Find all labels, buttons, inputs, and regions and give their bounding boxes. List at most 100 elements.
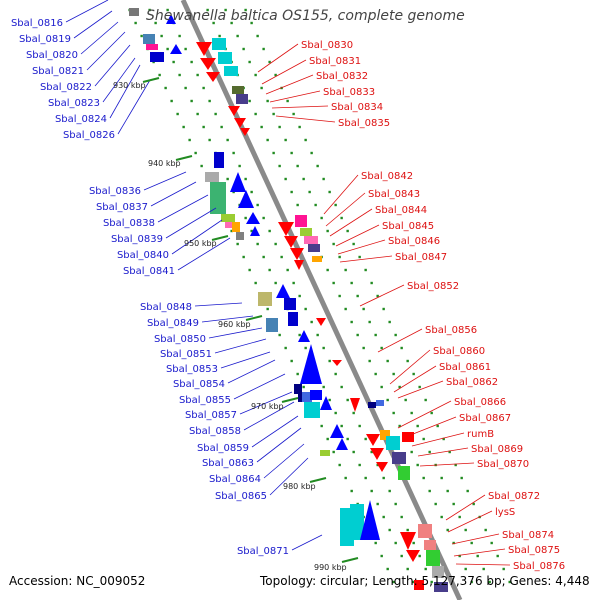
leader-line xyxy=(177,237,231,271)
tick-dot xyxy=(296,164,299,168)
gene-block xyxy=(368,402,376,408)
gene-block xyxy=(218,52,232,64)
tick-dot xyxy=(350,489,353,493)
tick-dot xyxy=(382,476,385,480)
tick-dot xyxy=(338,294,341,298)
tick-dot xyxy=(364,268,367,272)
tick-dot xyxy=(418,554,421,558)
tick-dot xyxy=(340,424,343,428)
tick-dot xyxy=(220,125,223,129)
kbp-tick xyxy=(309,477,327,483)
kbp-tick xyxy=(175,155,193,161)
tick-dot xyxy=(332,450,335,454)
tick-dot xyxy=(266,307,269,311)
tick-dot xyxy=(374,333,377,337)
tick-dot xyxy=(476,554,479,558)
tick-dot xyxy=(262,216,265,220)
tick-dot xyxy=(508,580,511,584)
tick-dot xyxy=(434,502,437,506)
gene-block xyxy=(432,566,444,578)
gene-block xyxy=(402,432,414,442)
tick-dot xyxy=(340,385,343,389)
tick-dot xyxy=(332,281,335,285)
leader-line xyxy=(291,534,323,551)
gene-label-left: Sbal_0824 xyxy=(55,114,107,125)
gene-arrow xyxy=(320,396,332,410)
tick-dot xyxy=(254,281,257,285)
tick-dot xyxy=(410,411,413,415)
gene-label-left: Sbal_0863 xyxy=(202,458,254,469)
tick-dot xyxy=(304,346,307,350)
leader-line xyxy=(455,563,511,566)
tick-dot xyxy=(176,112,179,116)
gene-label-left: Sbal_0848 xyxy=(140,302,192,313)
tick-dot xyxy=(398,385,401,389)
tick-dot xyxy=(422,476,425,480)
tick-dot xyxy=(254,73,257,77)
tick-dot xyxy=(346,229,349,233)
gene-label-left: Sbal_0820 xyxy=(26,50,78,61)
tick-dot xyxy=(416,424,419,428)
tick-dot xyxy=(364,476,367,480)
tick-dot xyxy=(328,190,331,194)
gene-label-left: Sbal_0855 xyxy=(179,395,231,406)
leader-line xyxy=(257,43,299,73)
gene-block xyxy=(310,390,322,400)
gene-labels: Sbal_0816Sbal_0819Sbal_0820Sbal_0821Sbal… xyxy=(11,18,565,572)
leader-line xyxy=(271,105,329,109)
tick-dot xyxy=(268,268,271,272)
gene-label-right: Sbal_0845 xyxy=(382,221,434,232)
tick-dot xyxy=(410,450,413,454)
tick-dot xyxy=(256,203,259,207)
gene-label-left: Sbal_0836 xyxy=(89,186,141,197)
tick-dot xyxy=(302,385,305,389)
tick-dot xyxy=(356,333,359,337)
kbp-tick xyxy=(281,397,299,403)
tick-dot xyxy=(310,320,313,324)
leader-line xyxy=(323,174,359,215)
kbp-label: 930 kbp xyxy=(113,81,146,90)
gene-block xyxy=(426,550,440,566)
tick-dot xyxy=(374,541,377,545)
gene-arrow xyxy=(196,42,212,56)
tick-dot xyxy=(464,528,467,532)
leader-line xyxy=(339,255,393,263)
leader-line xyxy=(171,219,223,255)
gene-block xyxy=(288,312,298,326)
leader-line xyxy=(233,373,286,400)
leader-line xyxy=(220,351,271,369)
gene-label-left: Sbal_0853 xyxy=(166,364,218,375)
gene-label-right: Sbal_0867 xyxy=(459,413,511,424)
leader-line xyxy=(256,427,302,463)
tick-dot xyxy=(244,177,247,181)
gene-block xyxy=(225,222,233,228)
tick-dot xyxy=(182,125,185,129)
tick-dot xyxy=(418,385,421,389)
leader-line xyxy=(239,391,293,415)
tick-dot xyxy=(380,346,383,350)
gene-label-left: Sbal_0850 xyxy=(154,334,206,345)
leader-line xyxy=(102,57,136,103)
leader-line xyxy=(251,415,299,448)
tick-dot xyxy=(376,294,379,298)
tick-dot xyxy=(308,190,311,194)
gene-block xyxy=(308,244,320,252)
tick-dot xyxy=(334,203,337,207)
tick-dot xyxy=(398,424,401,428)
gene-block xyxy=(304,402,320,418)
tick-dot xyxy=(380,554,383,558)
tick-dot xyxy=(406,359,409,363)
tick-dot xyxy=(322,177,325,181)
gene-arrow xyxy=(170,44,182,54)
tick-dot xyxy=(148,8,151,12)
tick-dot xyxy=(202,125,205,129)
gene-arrow xyxy=(206,72,220,82)
tick-dot xyxy=(458,515,461,519)
gene-label-right: lysS xyxy=(495,507,515,518)
kbp-label: 950 kbp xyxy=(184,239,217,248)
gene-label-left: Sbal_0854 xyxy=(173,379,225,390)
tick-dot xyxy=(286,99,289,103)
tick-dot xyxy=(230,21,233,25)
